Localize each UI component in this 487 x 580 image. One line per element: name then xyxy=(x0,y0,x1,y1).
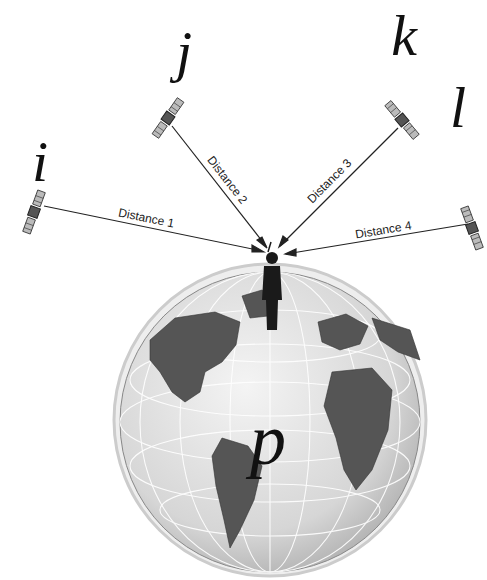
satellite-letter: j xyxy=(176,23,192,81)
distance-label: Distance 1 xyxy=(117,206,175,229)
globe xyxy=(114,264,426,576)
receiver-letter: p xyxy=(250,404,286,476)
receiver-person xyxy=(262,242,282,330)
range-lines xyxy=(44,126,468,256)
distance-label: Distance 2 xyxy=(205,154,249,206)
satellite-letter: i xyxy=(32,133,48,191)
satellites xyxy=(22,97,484,250)
distance-label: Distance 3 xyxy=(305,157,354,206)
satellite-letter: k xyxy=(391,7,417,65)
satellite-letter: l xyxy=(450,79,466,137)
